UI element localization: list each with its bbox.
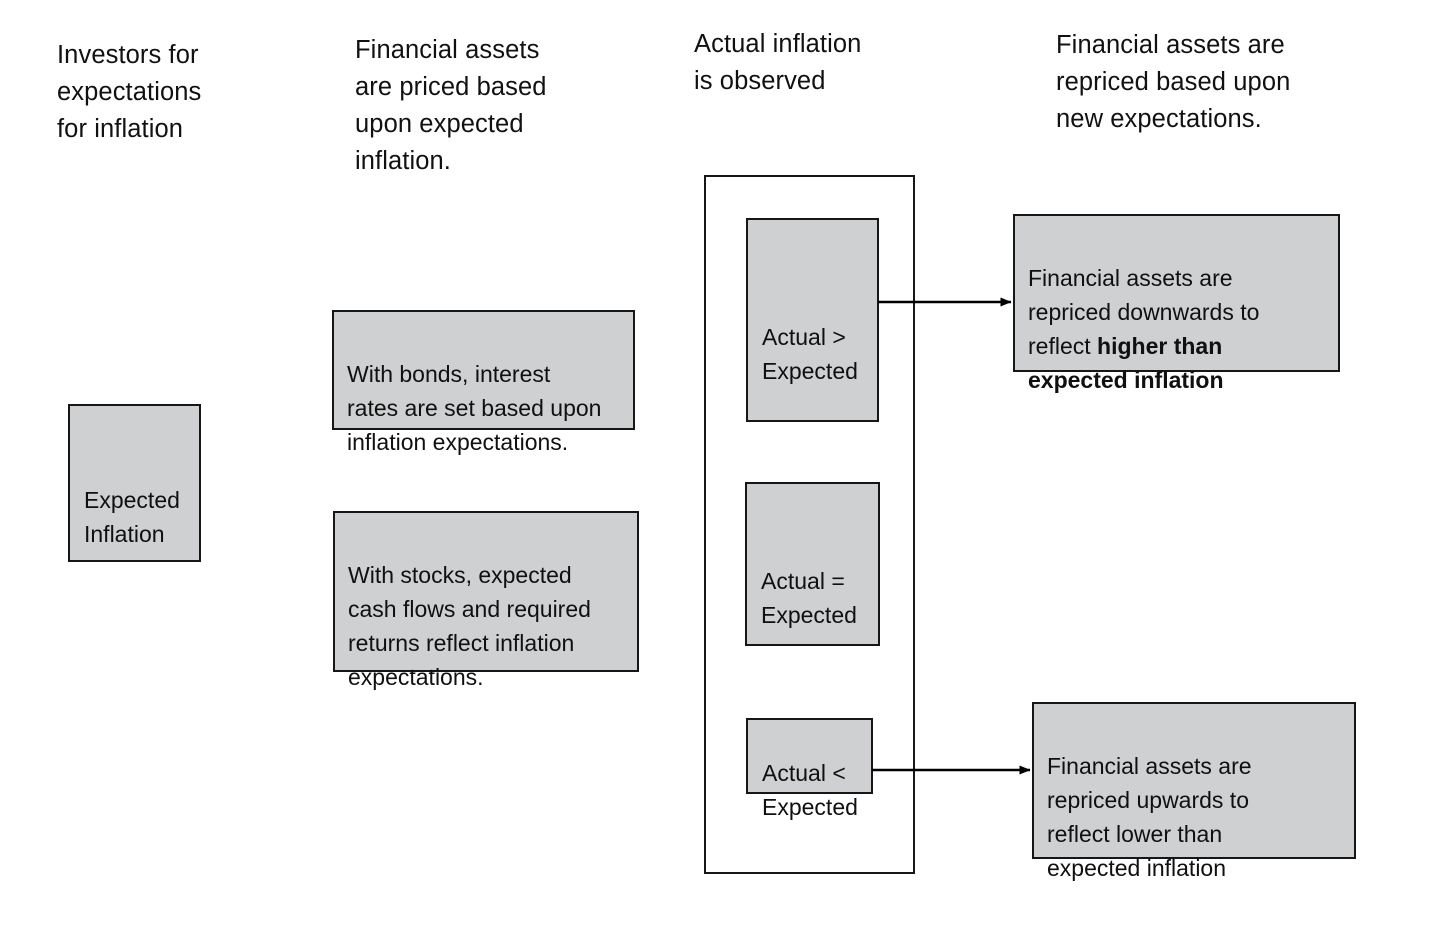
box-stocks-label: With stocks, expected cash flows and req… xyxy=(348,562,591,690)
diagram-canvas: Investors for expectations for inflation… xyxy=(57,30,1356,881)
column-header-actual-inflation-observed: Actual inflation is observed xyxy=(694,30,862,95)
box-repriced-downwards: Financial assets are repriced downwards … xyxy=(1013,214,1340,393)
box-repriced-upwards: Financial assets are repriced upwards to… xyxy=(1032,702,1356,881)
box-repriced-downwards-text-bold: higher than expected inflation xyxy=(1028,333,1224,393)
box-stocks-cash-flows: With stocks, expected cash flows and req… xyxy=(333,511,639,690)
box-bonds-interest-rates: With bonds, interest rates are set based… xyxy=(332,310,635,455)
box-actual-greater-label: Actual > Expected xyxy=(762,324,858,384)
box-repriced-downwards-text-plain: Financial assets are repriced downwards … xyxy=(1028,265,1260,359)
box-repriced-upwards-label: Financial assets are repriced upwards to… xyxy=(1047,753,1252,881)
box-actual-less-label: Actual < Expected xyxy=(762,760,858,820)
box-actual-less-than-expected: Actual < Expected xyxy=(746,718,873,820)
box-expected-inflation: Expected Inflation xyxy=(68,404,201,562)
column-header-investors-expectations: Investors for expectations for inflation xyxy=(57,41,202,143)
column-header-assets-repriced: Financial assets are repriced based upon… xyxy=(1056,31,1291,133)
box-actual-greater-than-expected: Actual > Expected xyxy=(746,218,879,422)
box-actual-equal-label: Actual = Expected xyxy=(761,568,857,628)
column-header-assets-priced: Financial assets are priced based upon e… xyxy=(355,36,547,175)
box-repriced-downwards-label: Financial assets are repriced downwards … xyxy=(1015,250,1338,407)
box-bonds-label: With bonds, interest rates are set based… xyxy=(347,361,602,455)
box-actual-equals-expected: Actual = Expected xyxy=(745,482,880,646)
box-expected-inflation-label: Expected Inflation xyxy=(84,487,180,547)
